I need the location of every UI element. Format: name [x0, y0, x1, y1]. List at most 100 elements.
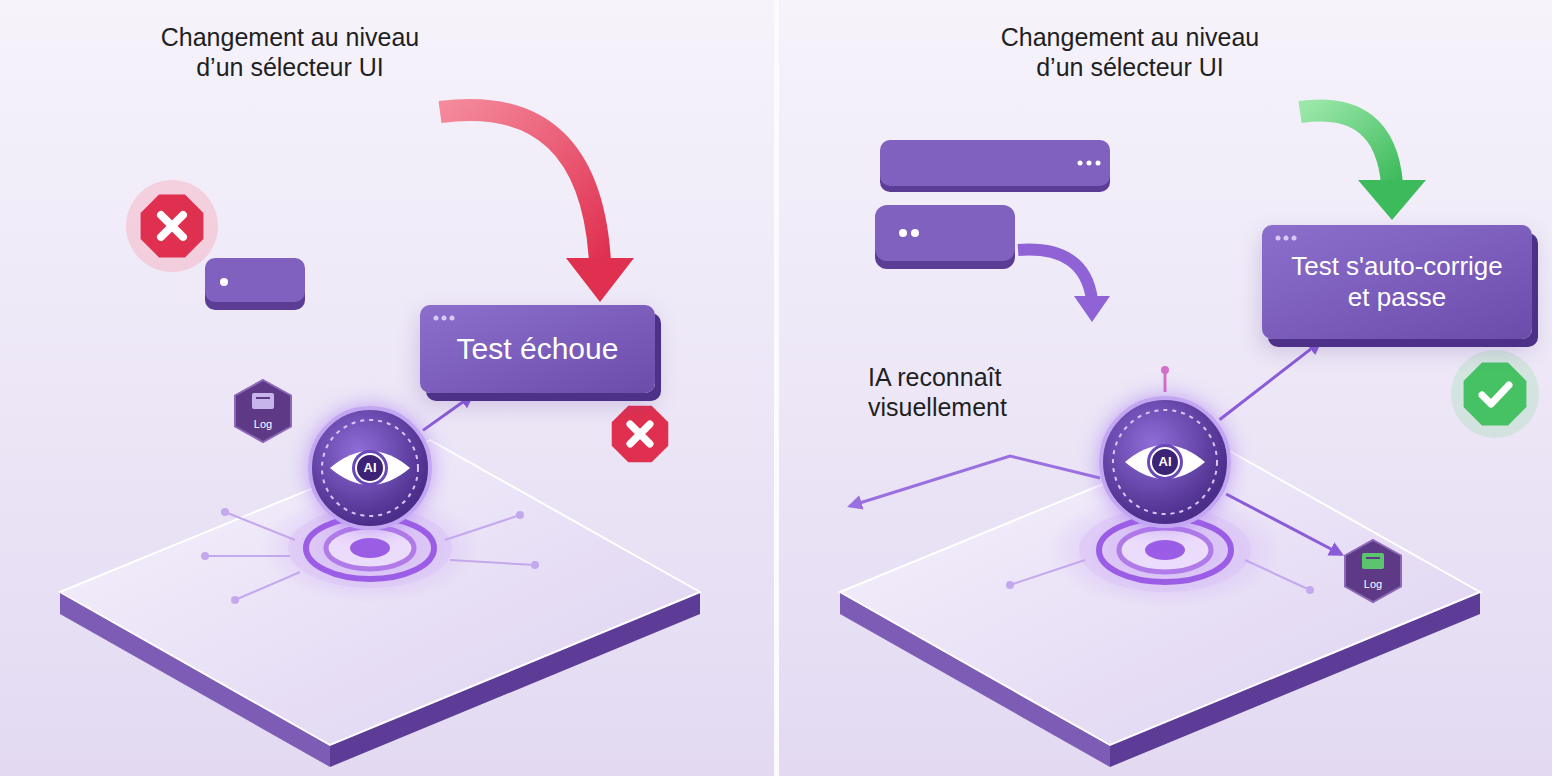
recognition-arrow — [1018, 250, 1110, 322]
node-text: AI — [355, 453, 385, 483]
node-text: Log — [235, 418, 291, 430]
window-dot — [1292, 236, 1297, 241]
scan-line-part — [1164, 372, 1167, 392]
window-dot — [442, 316, 447, 321]
error-badge-part — [612, 406, 669, 463]
ai-chip: AI — [308, 406, 432, 530]
panel-ground-part — [0, 0, 774, 776]
circuit-trace-part — [532, 562, 538, 568]
target-rings-part — [1145, 540, 1185, 560]
hex-shape — [235, 380, 291, 442]
flow-connector — [1226, 494, 1341, 554]
ui-selector-part — [875, 205, 1015, 261]
target-rings-part — [350, 538, 390, 558]
scan-line-part — [1161, 366, 1169, 374]
circuit-trace-part — [202, 553, 208, 559]
flow-connector — [1220, 342, 1321, 420]
fail-arrow-part — [566, 258, 634, 302]
circuit-trace-part — [1010, 560, 1085, 585]
success-badge-part — [1482, 385, 1509, 404]
window-dot — [434, 316, 439, 321]
circuit-trace-part — [1245, 560, 1310, 590]
hex-outline — [1345, 540, 1401, 602]
window-dot — [1276, 236, 1281, 241]
pass-arrow — [1300, 111, 1426, 221]
ui-selector-part — [220, 278, 228, 286]
circuit-trace-part — [450, 560, 535, 565]
eye-shape — [330, 451, 410, 485]
status-card: Test échoue — [420, 305, 655, 393]
circuit-trace — [1007, 560, 1313, 593]
eye-iris — [1147, 444, 1183, 480]
pass-arrow-part — [1358, 180, 1426, 220]
circuit-trace-part — [205, 555, 290, 557]
ui-selector — [205, 258, 305, 310]
log-icon — [1362, 553, 1384, 569]
ui-selector — [875, 140, 1110, 269]
log-icon — [256, 397, 270, 399]
eye-iris — [352, 450, 388, 486]
node-text: AI — [1150, 447, 1180, 477]
error-badge-part — [630, 424, 650, 444]
ui-selector-part — [899, 229, 907, 237]
window-dots — [1274, 233, 1314, 243]
hex-outline — [235, 380, 291, 442]
window-dots — [432, 313, 472, 323]
error-badge-part — [161, 215, 183, 237]
node-text: Test échoue — [436, 331, 639, 367]
fail-arrow-part — [440, 110, 600, 262]
circuit-trace-part — [445, 515, 520, 540]
window-dot — [1284, 236, 1289, 241]
chip-ring — [322, 420, 418, 516]
node-text: Log — [1345, 578, 1401, 590]
recognition-arrow-part — [1018, 250, 1092, 300]
ai-chip: AI — [1099, 396, 1231, 528]
node-text: Test s'auto-corrige et passe — [1278, 251, 1516, 313]
success-badge-part — [1451, 350, 1539, 438]
scan-line-part — [850, 456, 1100, 506]
error-badge-part — [126, 180, 218, 272]
success-badge-part — [1464, 363, 1527, 426]
panel-ground-part — [779, 0, 1552, 776]
ui-selector-part — [880, 140, 1110, 186]
recognition-arrow-part — [1074, 296, 1110, 322]
circuit-trace-part — [225, 512, 295, 540]
circuit-trace-part — [232, 597, 238, 603]
fail-arrow — [440, 110, 634, 302]
ui-selector-part — [205, 258, 305, 302]
circuit-trace-part — [222, 509, 228, 515]
ui-selector-part — [911, 229, 919, 237]
error-badge — [612, 406, 669, 463]
eye-shape — [1125, 445, 1205, 479]
flow-connector — [423, 395, 472, 430]
panel-ground-part — [774, 0, 779, 776]
log-badge: Log — [1345, 540, 1401, 602]
status-card: Test s'auto-corrige et passe — [1262, 225, 1532, 339]
step-heading: Changement au niveau d’un sélecteur UI — [990, 22, 1270, 82]
pass-arrow-part — [1300, 111, 1392, 185]
success-badge — [1451, 350, 1539, 438]
log-icon — [1366, 557, 1380, 559]
window-dot — [450, 316, 455, 321]
circuit-trace-part — [1007, 582, 1013, 588]
error-badge-part — [141, 195, 204, 258]
log-icon — [252, 393, 274, 409]
ui-selector-part — [1078, 161, 1083, 166]
chip-ring — [1113, 410, 1217, 514]
ui-selector-part — [1096, 161, 1101, 166]
step-heading: Changement au niveau d’un sélecteur UI — [150, 22, 430, 82]
log-badge: Log — [235, 380, 291, 442]
callout-note: IA reconnaît visuellement — [868, 362, 1068, 422]
target-rings-part — [326, 527, 414, 569]
error-badge — [126, 180, 218, 272]
circuit-trace-part — [235, 572, 300, 600]
target-rings-part — [1119, 528, 1211, 572]
circuit-trace-part — [1307, 587, 1313, 593]
hex-shape — [1345, 540, 1401, 602]
